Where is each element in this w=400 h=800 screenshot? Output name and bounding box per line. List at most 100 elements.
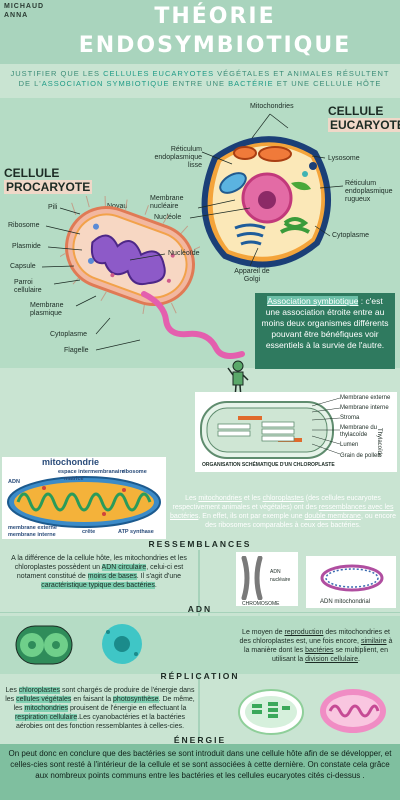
label-reticulum-lisse: Réticulum endoplasmique lisse [154, 146, 202, 169]
chloroplast-illustration [200, 401, 334, 459]
label-espace: espace intermembranaire [58, 469, 125, 475]
label-cytoplasme-prokaryote: Cytoplasme [50, 331, 87, 338]
subtitle-highlight: CELLULES EUCARYOTES [103, 69, 215, 78]
subtitle-highlight: ASSOCIATION SYMBIOTIQUE [41, 79, 170, 88]
label-ribosome: Ribosome [8, 222, 40, 229]
label-stroma: Stroma [340, 415, 360, 421]
text-highlight: reproduction [284, 629, 324, 636]
text-highlight: mitochondries [24, 705, 69, 712]
label-pili: Pili [48, 204, 58, 211]
label-capsule: Capsule [10, 263, 36, 270]
subtitle-part: VÉGÉTALES ET ANIMALES RÉSULTENT DE L' [18, 69, 390, 88]
text-part: , celui-ci est notament constitué de [16, 564, 184, 580]
label-thylacoide: Thylacoïde [376, 428, 382, 458]
text-part: . [154, 582, 157, 589]
text-highlight: ressemblances avec les bactéries [170, 504, 394, 520]
chloroplast-leader-lines [311, 397, 341, 455]
title-line-2: ENDOSYMBIOTIQUE [78, 33, 352, 58]
text-part: Le moyen de [242, 629, 285, 636]
eukaryote-title-line-2: EUCARYOTE [328, 118, 400, 132]
eukaryote-title-line-1: CELLULE [328, 104, 384, 118]
text-highlight: bactéries [305, 647, 334, 654]
label-membrane-thylacoide: Membrane du thylacoïde [340, 425, 378, 438]
label-chromosome: CHROMOSOME [242, 601, 280, 607]
author-name: MICHAUD ANNA [4, 2, 44, 20]
text-part: Les [185, 495, 199, 502]
text-part: Les [5, 687, 19, 694]
subtitle-part: JUSTIFIER QUE LES [10, 69, 104, 78]
mitochondria-3d-icon [320, 689, 386, 733]
label-golgi: Appareil de Golgi [234, 268, 270, 283]
label-adn-nucleaire: ADN nucléaire [270, 569, 291, 583]
cell-division-icon [15, 625, 73, 665]
subtitle-highlight: BACTÉRIE [228, 79, 274, 88]
text-part: .Les cyanobactéries et la bactéries aéro… [15, 714, 186, 730]
label-atp: ATP synthase [118, 529, 154, 535]
section-title-energie: ÉNERGIE [173, 735, 227, 745]
page-title: THÉORIE ENDOSYMBIOTIQUE [30, 2, 400, 60]
text-highlight: moins de bases [87, 573, 137, 580]
text-part: . De même, les [13, 696, 195, 712]
text-part: à la manière dont les [244, 638, 393, 654]
symbiosis-definition-box: Association symbiotique : c'est une asso… [255, 293, 395, 369]
text-highlight: double membrane [304, 513, 361, 520]
label-matrice: matrice [64, 476, 84, 482]
text-highlight: chloroplastes [18, 687, 61, 694]
header-banner [0, 0, 400, 64]
page-subtitle: JUSTIFIER QUE LES CELLULES EUCARYOTES VÉ… [4, 69, 396, 89]
prokaryote-title-line-2: PROCARYOTE [4, 180, 93, 194]
text-part: des mitochondries et des chloroplastes e… [239, 629, 390, 645]
chromosome-icon [241, 556, 263, 600]
text-part: . Il s'agit d'une [136, 573, 182, 580]
symbiosis-term: Association symbiotique [267, 296, 359, 306]
label-cytoplasme-eukaryote: Cytoplasme [332, 232, 369, 239]
bacteria-division-icon [102, 624, 142, 664]
text-highlight: mitochondries [198, 495, 242, 502]
section-title-ressemblances: RESSEMBLANCES [148, 539, 252, 549]
energie-text: Les chloroplastes sont chargés de produi… [2, 686, 198, 731]
eukaryote-cell-illustration [201, 136, 331, 268]
text-part: se multiplient, en utilisant la [272, 647, 388, 663]
label-crete: crête [82, 529, 96, 535]
section-title-replication: RÉPLICATION [160, 671, 240, 681]
text-part: en faisant la [71, 696, 114, 703]
subtitle-part: ENTRE UNE [169, 79, 229, 88]
label-membrane-plasmique: Membrane plasmique [30, 302, 64, 317]
label-membrane-nucleaire: Membrane nucléaire [150, 195, 184, 210]
text-highlight: similaire [360, 638, 387, 645]
prokaryote-title-line-1: CELLULE [4, 166, 60, 180]
text-part: et les [241, 495, 263, 502]
author-line-2: ANNA [4, 12, 29, 19]
text-part: , ou encore des ribosomes comparables à … [205, 513, 396, 529]
label-membrane-interne: Membrane interne [340, 405, 389, 411]
text-part: prouisent de l'énergie en effectuant la [68, 705, 187, 712]
ressemblances-text: Les mitochondries et les chloroplastes (… [170, 494, 396, 530]
label-adn-mito: ADN mitochondrial [320, 599, 371, 605]
conclusion-text: On peut donc en conclure que des bactéri… [0, 744, 400, 800]
flagellum-icon [141, 291, 245, 359]
label-mitochondries: Mitochondries [250, 103, 294, 110]
label-membrane-externe: Membrane externe [340, 395, 391, 401]
replication-text: Le moyen de reproduction des mitochondri… [236, 628, 396, 664]
author-line-1: MICHAUD [4, 3, 45, 10]
label-paroi: Parroi cellulaire [14, 279, 42, 294]
label-mito-ribosome: ribosome [122, 469, 147, 475]
label-noyau: Noyau [107, 203, 128, 210]
label-plasmide: Plasmide [12, 243, 41, 250]
adn-text: A la différence de la cellule hôte, les … [4, 554, 194, 590]
text-highlight: division cellulaire [305, 656, 359, 663]
text-highlight: chloroplastes [262, 495, 304, 502]
text-part: (des cellules eucaryotes respectivement … [172, 495, 381, 511]
label-nucleole: Nucléole [154, 214, 182, 221]
chloroplast-caption: ORGANISATION SCHÉMATIQUE D'UN CHLOROPLAS… [202, 462, 335, 468]
text-part: A la différence de la cellule hôte, les … [11, 555, 187, 571]
circular-dna-icon [320, 564, 384, 592]
label-mito-adn: ADN [8, 479, 20, 485]
text-highlight: photosynthèse [113, 696, 159, 703]
text-highlight: caractéristique typique des bactéries [41, 582, 155, 589]
chloroplast-3d-icon [238, 689, 304, 735]
section-title-adn: ADN [187, 604, 213, 614]
label-flagelle: Flagelle [64, 347, 89, 354]
